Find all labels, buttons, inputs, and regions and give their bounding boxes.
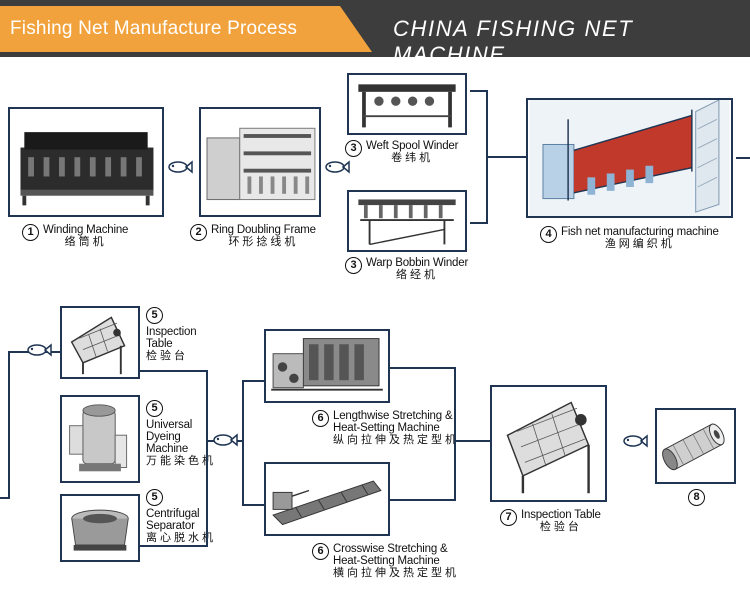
step-name-line: Heat-Setting Machine bbox=[333, 555, 440, 567]
step-name-cn: 万能染色机 bbox=[146, 455, 216, 467]
finished-net-roll-photo bbox=[655, 408, 736, 484]
crosswise-stretching-photo bbox=[264, 462, 390, 536]
step-number: 5 bbox=[146, 400, 163, 417]
step-name-line: Separator bbox=[146, 520, 195, 532]
brand-title: CHINA FISHING NET MACHINE bbox=[393, 16, 634, 67]
fish-icon bbox=[325, 160, 350, 174]
step-number: 3 bbox=[345, 140, 362, 157]
step-number: 6 bbox=[312, 543, 329, 560]
connector-line bbox=[242, 380, 264, 382]
step-name: Weft Spool Winder bbox=[366, 140, 459, 152]
step-name-cn: 检验台 bbox=[539, 521, 582, 533]
step-name-line: Inspection bbox=[146, 326, 197, 338]
step-name-cn: 离心脱水机 bbox=[146, 532, 216, 544]
step-name-cn: 横向拉伸及热定型机 bbox=[333, 567, 459, 579]
step-8-number: 8 bbox=[688, 489, 705, 506]
step-number: 4 bbox=[540, 226, 557, 243]
connector-line bbox=[454, 440, 490, 442]
step-name: Warp Bobbin Winder bbox=[366, 257, 469, 269]
step-name-line: Crosswise Stretching & bbox=[333, 543, 448, 555]
step-name-line: Lengthwise Stretching & bbox=[333, 410, 453, 422]
fish-icon bbox=[27, 343, 52, 357]
step-name-line: Table bbox=[146, 338, 173, 350]
step-name-line: Machine bbox=[146, 443, 189, 455]
step-name: Ring Doubling Frame bbox=[211, 224, 316, 236]
step-name: Fish net manufacturing machine bbox=[561, 226, 719, 238]
net-machine-photo bbox=[526, 98, 733, 218]
weft-spool-winder-photo bbox=[347, 73, 467, 135]
step-name-cn: 络经机 bbox=[396, 269, 439, 281]
step-name-cn: 渔网编织机 bbox=[604, 238, 675, 250]
connector-line bbox=[390, 367, 456, 369]
step-number: 7 bbox=[500, 509, 517, 526]
connector-line bbox=[242, 504, 264, 506]
fish-icon bbox=[213, 433, 238, 447]
step-number: 6 bbox=[312, 410, 329, 427]
step-name-line: Universal bbox=[146, 419, 193, 431]
step-name-cn: 环形捻线机 bbox=[228, 236, 299, 248]
header-bar: Fishing Net Manufacture Process CHINA FI… bbox=[0, 0, 750, 67]
step-name: Inspection Table bbox=[521, 509, 601, 521]
lengthwise-stretching-photo bbox=[264, 329, 390, 403]
step-number: 2 bbox=[190, 224, 207, 241]
warp-bobbin-winder-photo bbox=[347, 190, 467, 252]
centrifugal-separator-photo bbox=[60, 494, 140, 562]
connector-line bbox=[206, 370, 208, 547]
step-name-line: Dyeing bbox=[146, 431, 181, 443]
step-name-line: Heat-Setting Machine bbox=[333, 422, 440, 434]
connector-line bbox=[454, 367, 456, 501]
inspection-table-photo bbox=[60, 306, 140, 379]
step-name-cn: 检验台 bbox=[146, 350, 188, 362]
step-name-cn: 络筒机 bbox=[64, 236, 107, 248]
connector-line bbox=[486, 156, 526, 158]
step-6a-label: 6 Lengthwise Stretching &Heat-Setting Ma… bbox=[312, 410, 459, 447]
header-accent bbox=[0, 6, 372, 52]
step-name: Winding Machine bbox=[43, 224, 129, 236]
step-name-line: Centrifugal bbox=[146, 508, 200, 520]
connector-line bbox=[470, 222, 488, 224]
final-inspection-table-photo bbox=[490, 385, 607, 502]
step-name-cn: 卷纬机 bbox=[391, 152, 434, 164]
dyeing-machine-photo bbox=[60, 395, 140, 483]
step-number: 3 bbox=[345, 257, 362, 274]
connector-line bbox=[140, 370, 208, 372]
ring-doubling-frame-photo bbox=[199, 107, 321, 217]
step-name-cn: 纵向拉伸及热定型机 bbox=[333, 434, 459, 446]
step-number: 5 bbox=[146, 307, 163, 324]
connector-line bbox=[8, 351, 10, 499]
connector-line bbox=[390, 499, 456, 501]
connector-line bbox=[470, 90, 488, 92]
connector-line bbox=[242, 380, 244, 506]
step-number: 5 bbox=[146, 489, 163, 506]
connector-line bbox=[0, 497, 10, 499]
fish-icon bbox=[623, 434, 648, 448]
process-title: Fishing Net Manufacture Process bbox=[10, 18, 298, 39]
step-number: 1 bbox=[22, 224, 39, 241]
winding-machine-photo bbox=[8, 107, 164, 217]
connector-line bbox=[736, 157, 750, 159]
connector-line bbox=[140, 545, 208, 547]
fish-icon bbox=[168, 160, 193, 174]
step-6b-label: 6 Crosswise Stretching &Heat-Setting Mac… bbox=[312, 543, 459, 580]
